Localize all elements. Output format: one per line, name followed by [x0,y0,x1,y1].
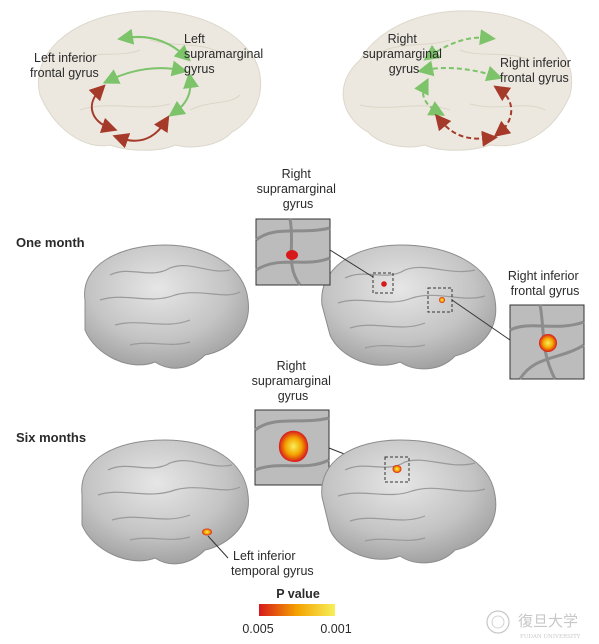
left-smg-label: Left supramarginal gyrus [184,32,267,76]
colorbar-gradient [259,604,335,616]
university-seal-icon [486,610,510,634]
six-months-itg-callout-label: Left inferior temporal gyrus [231,549,314,578]
callout-line-ifg-one-month [451,299,511,341]
zoom-inset-smg-one-month [255,218,331,286]
colorbar-min-label: 0.005 [242,622,273,636]
activation-itg-six-months [202,528,212,536]
brain-3d-left-six-months [81,439,249,565]
one-month-smg-callout-label: Right supramarginal gyrus [257,167,340,211]
callout-line-itg-six-months [207,535,229,559]
six-months-smg-callout-label: Right supramarginal gyrus [252,359,335,403]
activation-smg-one-month [381,281,387,287]
zoom-inset-smg-six-months [254,409,330,486]
brain-3d-right-six-months [321,439,497,564]
red-dashed-arrows-right [434,85,513,147]
activation-smg-six-months [392,465,402,473]
colorbar-title: P value [276,587,320,601]
brain-3d-left-one-month [84,244,249,369]
one-month-ifg-callout-label: Right inferior frontal gyrus [508,269,582,298]
watermark-subtext: FUDAN UNIVERSITY [520,634,581,640]
red-arrows-left [88,84,170,149]
roi-box-smg-one-month [372,272,394,294]
right-ifg-label: Right inferior frontal gyrus [500,56,574,85]
activation-ifg-one-month [439,297,445,303]
row-label-six-months: Six months [16,430,86,445]
left-ifg-label: Left inferior frontal gyrus [30,51,100,80]
callout-line-smg-one-month [329,249,374,278]
green-arrows-left [102,28,199,117]
zoom-inset-ifg-one-month [509,304,585,380]
colorbar-max-label: 0.001 [320,622,351,636]
roi-box-smg-six-months [384,456,410,483]
watermark-text: 復旦大学 [518,612,578,630]
fudan-watermark: 復旦大学 FUDAN UNIVERSITY [486,610,581,640]
row-label-one-month: One month [16,235,85,250]
right-smg-label: Right supramarginal gyrus [363,32,446,76]
schematic-left-hemisphere [38,10,262,151]
green-dashed-arrows-right [414,29,503,116]
brain-3d-right-one-month [321,244,497,370]
